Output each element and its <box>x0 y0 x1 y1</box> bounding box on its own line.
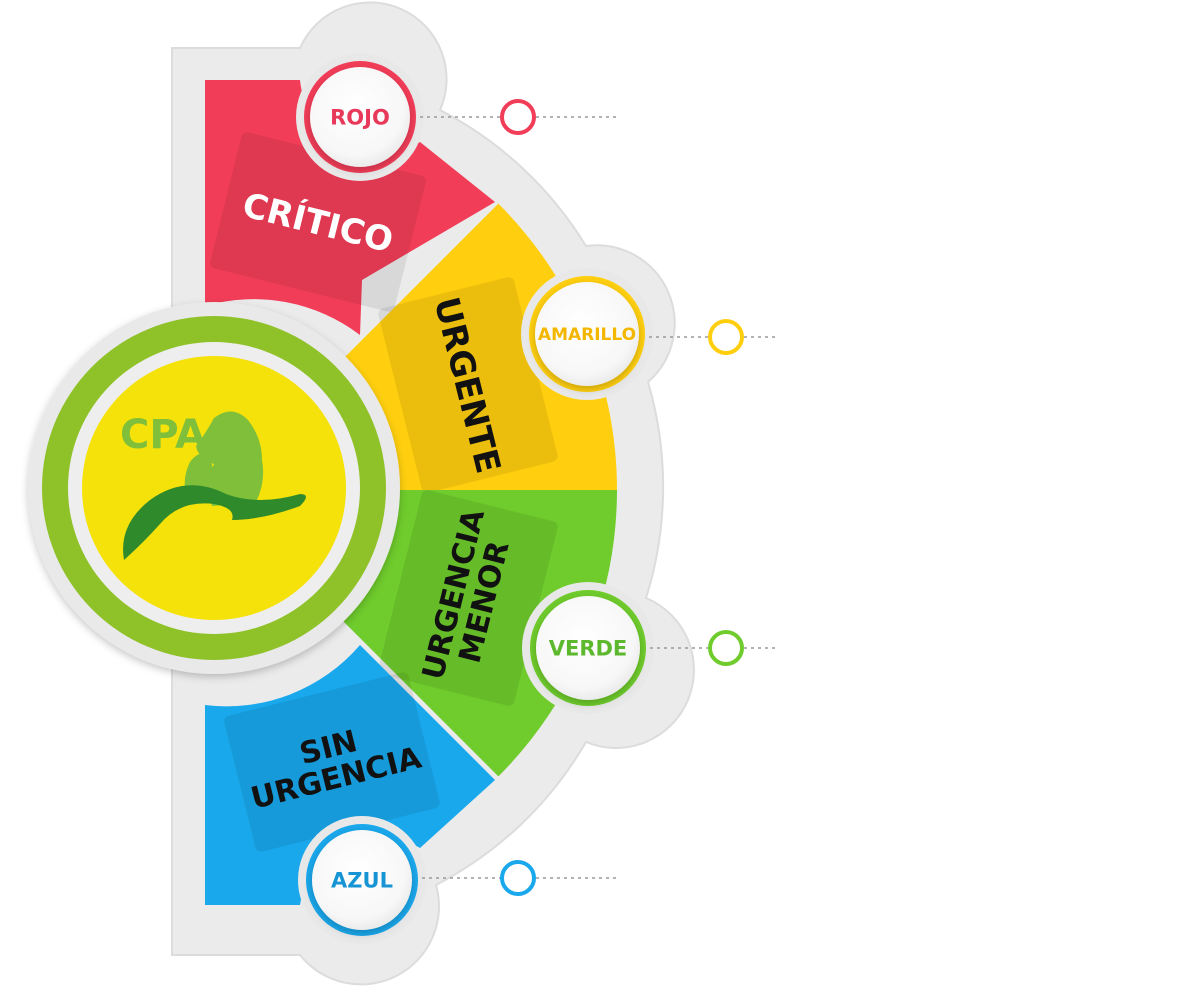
sector-rojo <box>205 80 495 335</box>
color-label-amarillo: AMARILLO <box>521 268 653 400</box>
color-label-verde: VERDE <box>522 582 654 714</box>
color-label-text: AZUL <box>331 869 393 893</box>
connector-amarillo <box>649 319 778 355</box>
color-label-text: AMARILLO <box>538 325 636 345</box>
condition-label-amarillo: URGENTE <box>378 277 558 493</box>
sector-amarillo <box>336 203 617 490</box>
bubble-face <box>312 830 412 930</box>
cpa-logo: CPA <box>28 302 400 674</box>
connector-verde <box>650 630 778 666</box>
sector-azul <box>205 645 495 905</box>
connector-dot <box>708 319 744 355</box>
connector-dot <box>708 630 744 666</box>
connector-rojo <box>420 99 618 135</box>
color-label-text: ROJO <box>330 106 390 130</box>
color-label-azul: AZUL <box>298 816 426 944</box>
bubble-face <box>310 67 410 167</box>
color-label-text: VERDE <box>549 637 628 661</box>
bubble-face <box>535 282 639 386</box>
connector-azul <box>422 860 618 896</box>
bubble-face <box>536 596 640 700</box>
connectors <box>420 99 778 896</box>
hand-icon <box>123 485 306 560</box>
connector-dot <box>500 860 536 896</box>
connector-dot <box>500 99 536 135</box>
color-labels: ROJO AMARILLO VERDE AZUL <box>296 53 654 944</box>
sector-verde <box>336 490 617 777</box>
color-label-rojo: ROJO <box>296 53 424 181</box>
logo-text: CPA <box>120 412 206 458</box>
